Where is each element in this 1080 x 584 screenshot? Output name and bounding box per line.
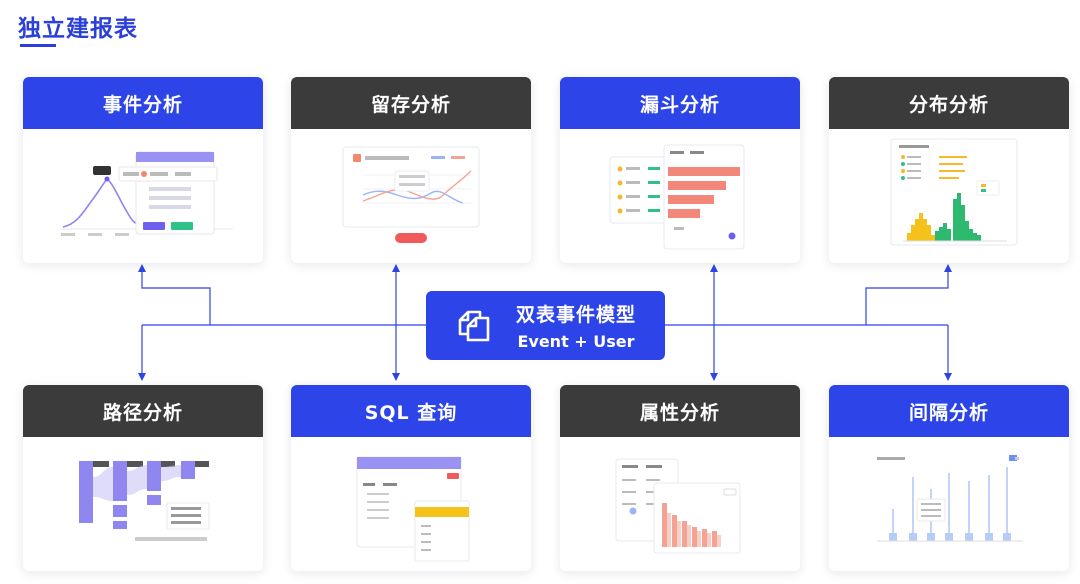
page-title: 独立建报表 xyxy=(18,16,138,42)
card-interval-analysis-title: 间隔分析 xyxy=(829,385,1069,437)
card-distribution-analysis[interactable]: 分布分析 xyxy=(829,77,1069,263)
card-event-analysis[interactable]: 事件分析 xyxy=(23,77,263,263)
card-path-analysis[interactable]: 路径分析 xyxy=(23,385,263,571)
card-sql-query-title: SQL 查询 xyxy=(291,385,531,437)
card-distribution-analysis-title: 分布分析 xyxy=(829,77,1069,129)
copy-icon xyxy=(458,310,490,341)
attribute-analysis-thumbnail xyxy=(560,437,800,571)
card-funnel-analysis[interactable]: 漏斗分析 xyxy=(560,77,800,263)
model-subtitle: Event + User xyxy=(517,332,635,351)
event-user-model-box[interactable]: 双表事件模型 Event + User xyxy=(426,291,665,360)
path-analysis-thumbnail xyxy=(23,437,263,571)
card-path-analysis-title: 路径分析 xyxy=(23,385,263,437)
title-underline xyxy=(20,44,56,47)
interval-analysis-thumbnail xyxy=(829,437,1069,571)
distribution-analysis-thumbnail xyxy=(829,129,1069,263)
card-retention-analysis-title: 留存分析 xyxy=(291,77,531,129)
retention-analysis-thumbnail xyxy=(291,129,531,263)
sql-query-thumbnail xyxy=(291,437,531,571)
card-sql-query[interactable]: SQL 查询 xyxy=(291,385,531,571)
event-analysis-thumbnail xyxy=(23,129,263,263)
card-funnel-analysis-title: 漏斗分析 xyxy=(560,77,800,129)
funnel-analysis-thumbnail xyxy=(560,129,800,263)
card-attribute-analysis[interactable]: 属性分析 xyxy=(560,385,800,571)
card-attribute-analysis-title: 属性分析 xyxy=(560,385,800,437)
card-event-analysis-title: 事件分析 xyxy=(23,77,263,129)
card-interval-analysis[interactable]: 间隔分析 xyxy=(829,385,1069,571)
model-title: 双表事件模型 xyxy=(516,304,637,326)
card-retention-analysis[interactable]: 留存分析 xyxy=(291,77,531,263)
